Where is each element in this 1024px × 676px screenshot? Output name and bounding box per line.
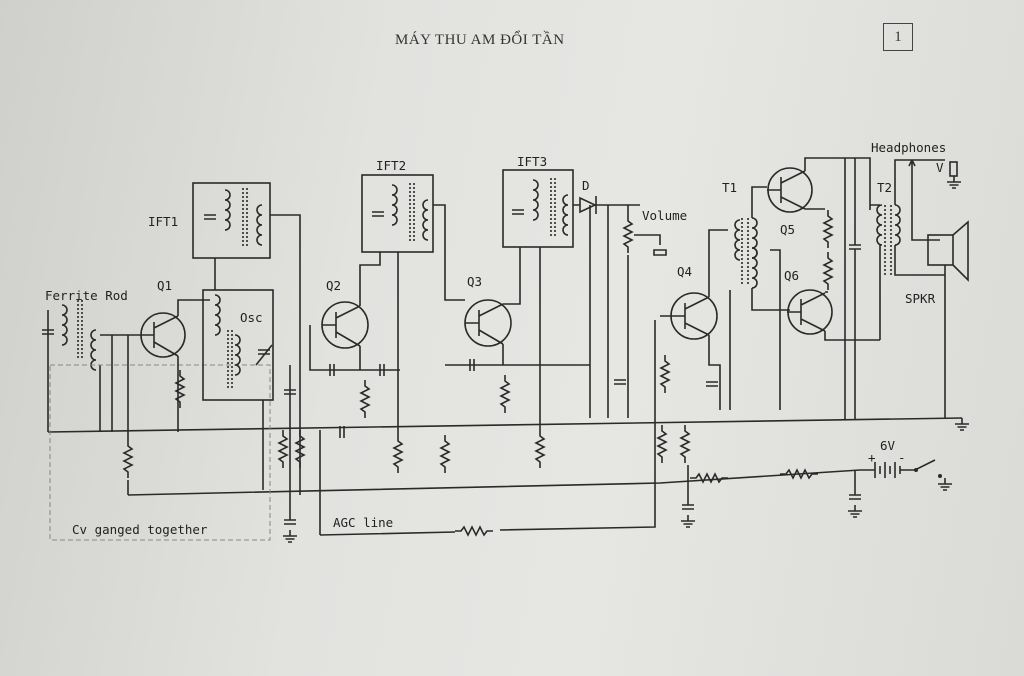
label-cv-ganged: Cv ganged together <box>72 522 208 537</box>
ift1-transformer <box>192 182 301 495</box>
oscillator-coil <box>202 289 274 490</box>
detector-diode <box>579 196 640 418</box>
ground-icon <box>937 477 953 491</box>
label-osc: Osc <box>240 310 263 325</box>
label-battery-plus: + <box>868 450 876 465</box>
resistor-r5 <box>535 429 545 469</box>
resistor-r1 <box>278 429 288 469</box>
agc-line-wire <box>319 320 656 536</box>
label-q4: Q4 <box>677 264 692 279</box>
label-ferrite-rod: Ferrite Rod <box>45 288 128 303</box>
q4-resistor <box>680 424 690 464</box>
supply-resistor-2 <box>779 469 819 479</box>
supply-capacitor-2 <box>848 494 862 500</box>
resistor-r2 <box>295 429 305 469</box>
detector-capacitor <box>613 379 627 385</box>
q4-capacitor <box>705 381 719 387</box>
supply-capacitor-1 <box>681 504 695 510</box>
headphones-jack <box>908 159 962 241</box>
cv-gang-box <box>49 364 271 541</box>
speaker-icon <box>927 220 969 418</box>
q4-bias-resistor <box>660 354 670 394</box>
ferrite-rod-antenna <box>41 300 140 432</box>
label-ift1: IFT1 <box>148 214 178 229</box>
ground-icon <box>954 417 970 431</box>
label-diode: D <box>582 178 590 193</box>
label-battery-minus: - <box>898 450 906 465</box>
label-headphones: Headphones <box>871 140 946 155</box>
label-q2: Q2 <box>326 278 341 293</box>
label-q6: Q6 <box>784 268 799 283</box>
transistor-q3 <box>445 247 590 366</box>
agc-capacitor <box>283 519 297 525</box>
label-jack-v: V <box>936 160 944 175</box>
transistor-q1 <box>140 299 210 432</box>
ift3-transformer <box>502 169 580 430</box>
label-battery: 6V <box>880 438 896 453</box>
q6-emitter-resistor <box>823 251 833 291</box>
battery-6v <box>860 459 942 478</box>
page-title: MÁY THU AM ĐỔI TẦN <box>395 32 565 48</box>
transistor-q4 <box>660 229 728 410</box>
wire <box>844 158 856 420</box>
label-t2: T2 <box>877 180 892 195</box>
t2-transformer <box>870 159 945 340</box>
label-speaker: SPKR <box>905 291 936 306</box>
label-t1: T1 <box>722 180 737 195</box>
agc-wire <box>289 365 321 535</box>
transistor-q2 <box>309 252 400 371</box>
page-number: 1 <box>883 23 913 51</box>
transistor-q5 <box>767 157 871 213</box>
ground-icon <box>680 514 696 528</box>
t1-transformer <box>729 186 790 410</box>
ground-rail <box>47 417 963 433</box>
transistor-q6 <box>787 289 880 341</box>
q5-emitter-resistor <box>823 209 833 249</box>
ground-icon <box>282 529 298 543</box>
resistor-r3 <box>393 434 403 474</box>
q3-emitter-resistor <box>500 374 510 414</box>
label-q5: Q5 <box>780 222 795 237</box>
resistor-r4 <box>440 434 450 474</box>
label-agc-line: AGC line <box>333 515 393 530</box>
agc-resistor <box>454 526 494 536</box>
label-ift3: IFT3 <box>517 154 547 169</box>
label-ift2: IFT2 <box>376 158 406 173</box>
ift2-transformer <box>361 174 465 435</box>
label-q3: Q3 <box>467 274 482 289</box>
supply-rail <box>127 469 861 496</box>
ground-icon <box>847 504 863 518</box>
volume-potentiometer <box>623 205 667 418</box>
q4-resistor-2 <box>657 424 667 464</box>
output-capacitor <box>848 244 862 250</box>
q2-emitter-resistor <box>360 379 370 419</box>
q1-bias-resistor <box>123 439 133 479</box>
label-volume: Volume <box>642 208 687 223</box>
label-q1: Q1 <box>157 278 172 293</box>
